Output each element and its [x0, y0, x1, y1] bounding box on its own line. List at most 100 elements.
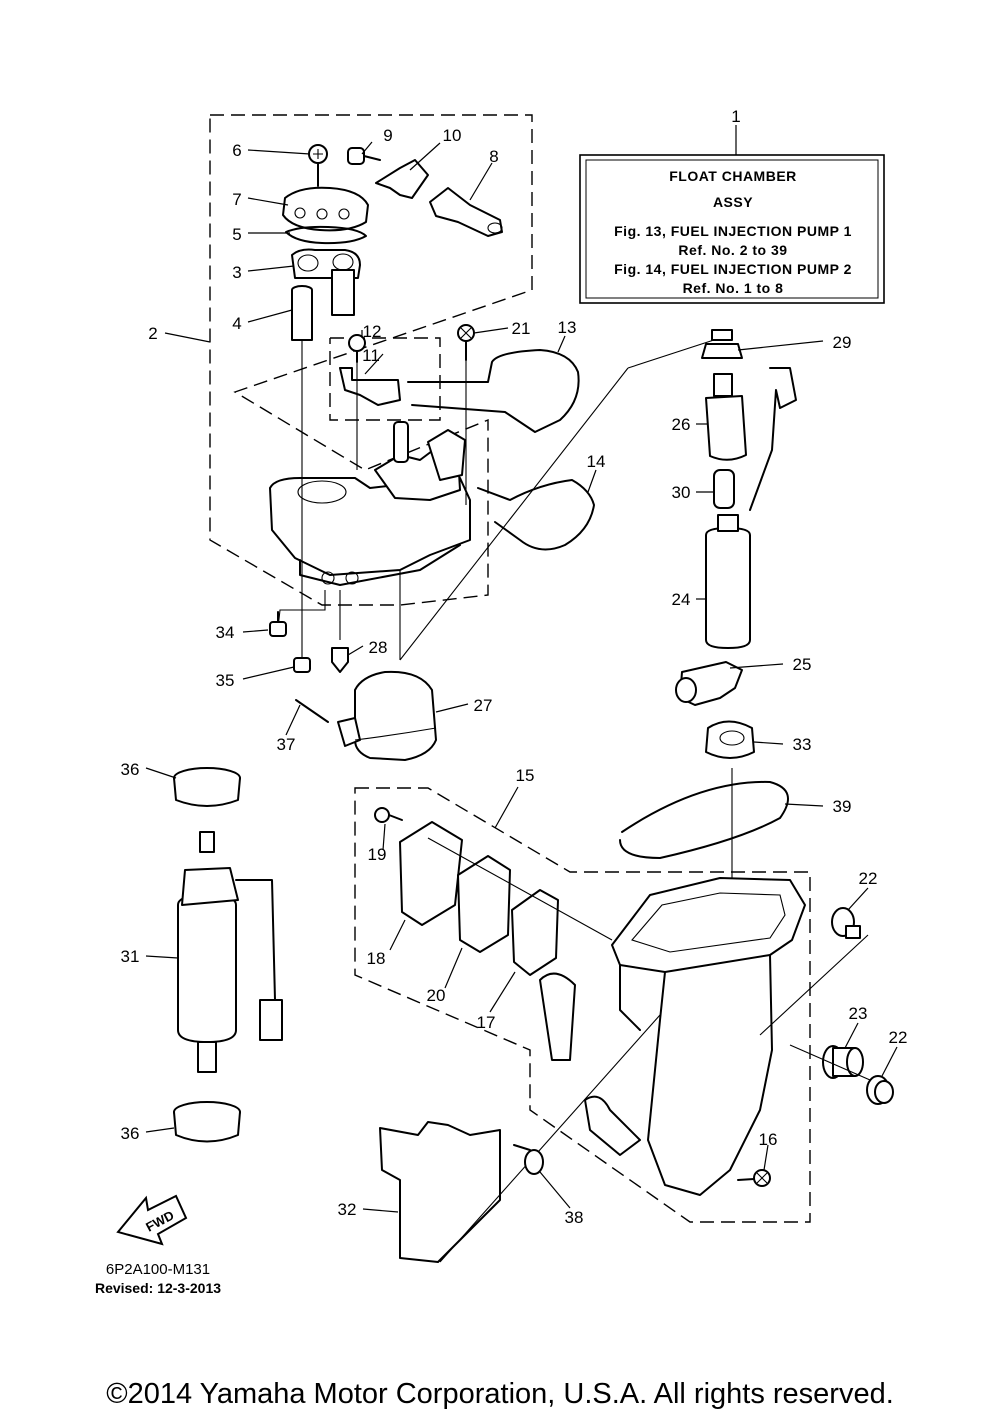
reference-box: 1 FLOAT CHAMBER ASSY Fig. 13, FUEL INJEC…: [579, 107, 885, 304]
grommet-part-23: [822, 1045, 864, 1079]
callout-16: 16: [759, 1130, 778, 1149]
ref-line-6: Ref. No. 1 to 8: [683, 280, 784, 296]
callout-27: 27: [474, 696, 493, 715]
screw-part-12: [348, 334, 366, 363]
screw-part-6: [308, 144, 328, 187]
ref-line-5: Fig. 14, FUEL INJECTION PUMP 2: [614, 261, 852, 277]
grommet-part-29: [701, 329, 743, 359]
callout-1: 1: [731, 107, 740, 126]
callout-37: 37: [277, 735, 296, 754]
callout-22-lower: 22: [889, 1028, 908, 1047]
hose-part-11: [339, 367, 401, 406]
ref-line-2: ASSY: [713, 194, 753, 210]
valve-part-28: [331, 647, 349, 673]
callout-31: 31: [121, 947, 140, 966]
gasket-part-5: [285, 225, 367, 245]
callout-30: 30: [672, 483, 691, 502]
callout-32: 32: [338, 1200, 357, 1219]
ring-part-36-upper: [173, 767, 241, 807]
callout-leaders: [145, 141, 898, 1213]
group-outline-15: [354, 787, 811, 1223]
callout-29: 29: [833, 333, 852, 352]
hose-part-14: [477, 479, 595, 551]
callout-19: 19: [368, 845, 387, 864]
seal-part-30: [713, 469, 735, 509]
screw-part-16: [737, 1169, 771, 1187]
filter-part-25: [675, 661, 743, 706]
callout-6: 6: [232, 141, 241, 160]
callout-36-lower: 36: [121, 1124, 140, 1143]
callout-36-upper: 36: [121, 760, 140, 779]
callout-24: 24: [672, 590, 691, 609]
filter-part-26: [705, 373, 747, 461]
callout-33: 33: [793, 735, 812, 754]
screw-part-19: [374, 807, 403, 823]
plate-part-18: [399, 821, 463, 926]
diagram-code: 6P2A100-M131: [106, 1261, 210, 1278]
bolt-part-9: [347, 147, 381, 165]
fuel-pump-part-31: [177, 831, 283, 1073]
bolt-part-35: [293, 657, 311, 673]
callout-13: 13: [558, 318, 577, 337]
pump-body: [269, 421, 471, 586]
callout-26: 26: [672, 415, 691, 434]
callout-4: 4: [232, 314, 241, 333]
sensor-part-8: [429, 187, 503, 237]
group-outline-2: [209, 114, 533, 606]
callout-12: 12: [363, 322, 382, 341]
cover-part-7: [282, 186, 369, 232]
plug-part-22-upper: [831, 907, 861, 939]
hose-part-13: [407, 349, 580, 433]
leader-line: [427, 837, 613, 941]
copyright-notice: ©2014 Yamaha Motor Corporation, U.S.A. A…: [106, 1378, 894, 1410]
callout-8: 8: [489, 147, 498, 166]
fwd-arrow-icon: FWD: [116, 1194, 188, 1246]
pin-part-37: [295, 699, 329, 723]
revised-date: Revised: 12-3-2013: [95, 1280, 221, 1296]
float-chamber-body: [539, 877, 806, 1196]
callout-25: 25: [793, 655, 812, 674]
ref-line-4: Ref. No. 2 to 39: [678, 242, 787, 258]
callout-35: 35: [216, 671, 235, 690]
callout-7: 7: [232, 190, 241, 209]
callout-15: 15: [516, 766, 535, 785]
callout-9: 9: [383, 126, 392, 145]
callout-34: 34: [216, 623, 235, 642]
leader-line: [789, 1044, 871, 1081]
callout-20: 20: [427, 986, 446, 1005]
callout-21: 21: [512, 319, 531, 338]
filter-part-4: [291, 285, 313, 341]
callout-5: 5: [232, 225, 241, 244]
cover-part-27: [337, 670, 437, 761]
leader-line: [627, 337, 721, 369]
ring-part-36-lower: [173, 1101, 241, 1143]
screw-part-21: [457, 324, 475, 361]
bracket-part-32: [379, 1014, 661, 1263]
callout-10: 10: [443, 126, 462, 145]
gasket-part-17: [511, 889, 559, 976]
holder-part-33: [705, 720, 755, 759]
gasket-part-39: [619, 780, 789, 859]
callout-11: 11: [362, 346, 380, 365]
callout-labels: 6 9 10 8 7 5 3 4 2 12 11 21 13 14 29 26 …: [121, 126, 908, 1227]
callout-28: 28: [369, 638, 388, 657]
bolt-part-38: [513, 1144, 544, 1175]
callout-18: 18: [367, 949, 386, 968]
callout-23: 23: [849, 1004, 868, 1023]
callout-14: 14: [587, 452, 606, 471]
bolt-part-34: [269, 611, 287, 637]
ref-line-3: Fig. 13, FUEL INJECTION PUMP 1: [614, 223, 852, 239]
bracket-part-3: [291, 248, 361, 316]
leader-line: [759, 934, 869, 1036]
callout-2: 2: [148, 324, 157, 343]
fuel-pump-part-24: [705, 514, 751, 649]
callout-17: 17: [477, 1013, 496, 1032]
ref-line-1: FLOAT CHAMBER: [669, 168, 797, 184]
callout-39: 39: [833, 797, 852, 816]
plate-part-20: [457, 855, 511, 953]
callout-38: 38: [565, 1208, 584, 1227]
callout-3: 3: [232, 263, 241, 282]
leader-line: [399, 367, 629, 661]
plug-part-22-lower: [866, 1075, 894, 1105]
